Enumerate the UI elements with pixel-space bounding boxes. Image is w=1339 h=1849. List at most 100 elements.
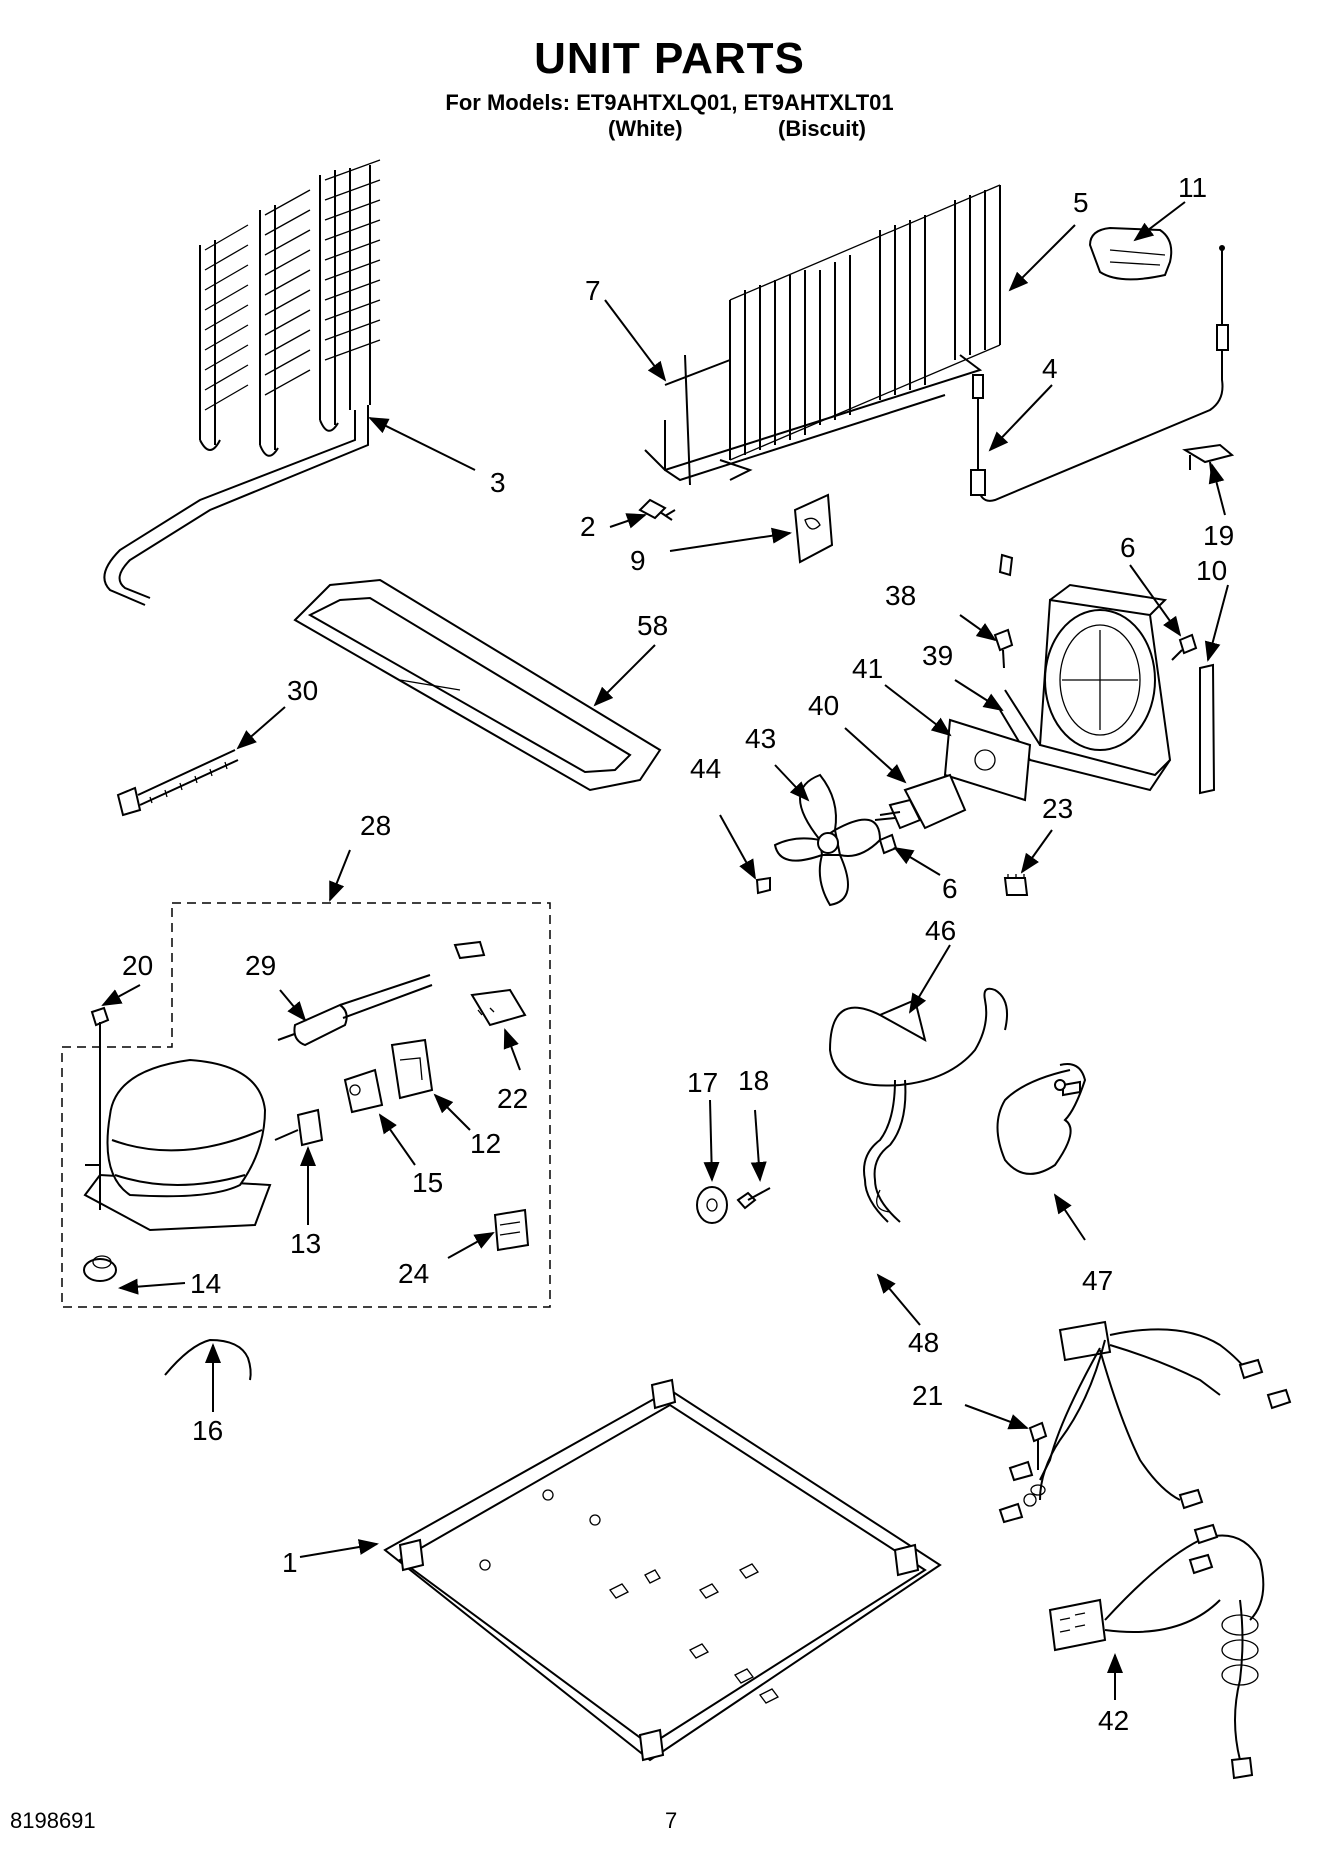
clip-44-part [755, 876, 771, 895]
overload-15-part [343, 1068, 384, 1114]
arrow-10 [1204, 584, 1229, 662]
callout-6b: 6 [942, 873, 958, 904]
callout-18: 18 [738, 1065, 769, 1096]
callout-39: 39 [922, 640, 953, 671]
arrow-43 [774, 764, 810, 802]
callout-44: 44 [690, 753, 721, 784]
screw-18-part [736, 1187, 771, 1210]
callout-29: 29 [245, 950, 276, 981]
callout-14: 14 [190, 1268, 221, 1299]
leveler-17-part [696, 1186, 728, 1224]
arrow-9 [669, 527, 792, 552]
gasket-strip-10-part [1199, 663, 1216, 795]
arrow-14 [118, 1278, 186, 1295]
callout-20: 20 [122, 950, 153, 981]
callout-28: 28 [360, 810, 391, 841]
arrow-2 [609, 513, 647, 529]
callout-16: 16 [192, 1415, 223, 1446]
screw-2-part [638, 498, 676, 521]
wire-harness-part [998, 1320, 1292, 1780]
fan-shroud-part [998, 553, 1172, 792]
callout-42: 42 [1098, 1705, 1129, 1736]
arrow-15 [378, 1113, 416, 1166]
models-line: For Models: ET9AHTXLQ01, ET9AHTXLT01 [445, 90, 894, 115]
screw-6-upper-part [1171, 633, 1198, 661]
arrow-58 [593, 644, 656, 707]
callout-38: 38 [885, 580, 916, 611]
callout-22: 22 [497, 1083, 528, 1114]
arrow-29 [279, 989, 307, 1022]
relay-12-part [390, 1038, 434, 1100]
callout-40: 40 [808, 690, 839, 721]
callout-11: 11 [1178, 172, 1207, 203]
callout-24: 24 [398, 1258, 429, 1289]
callout-48: 48 [908, 1327, 939, 1358]
arrow-46 [908, 944, 951, 1014]
arrow-39 [954, 679, 1004, 712]
arrow-24 [447, 1232, 495, 1259]
callout-17: 17 [687, 1067, 718, 1098]
cap-11-part [1088, 226, 1173, 281]
callout-41: 41 [852, 653, 883, 684]
arrow-44 [719, 814, 756, 880]
arrow-5 [1008, 224, 1076, 292]
callout-21: 21 [912, 1380, 943, 1411]
screw-6-lower-part [878, 833, 898, 855]
variant-biscuit-label: (Biscuit) [778, 116, 866, 141]
arrow-19 [1208, 463, 1226, 516]
arrow-48 [876, 1273, 921, 1326]
kit-28-boundary [61, 902, 551, 1308]
arrow-12 [433, 1093, 471, 1131]
arrow-18 [750, 1109, 767, 1182]
callout-46: 46 [925, 915, 956, 946]
connector-13-part [274, 1108, 324, 1147]
arrow-23 [1020, 829, 1053, 874]
arrow-21 [964, 1404, 1029, 1430]
arrow-41 [884, 684, 952, 737]
callout-19: 19 [1203, 520, 1234, 551]
screw-20-part [90, 1006, 110, 1150]
fan-motor-40-part [874, 773, 967, 830]
arrow-3 [368, 417, 476, 471]
callout-9: 9 [630, 545, 646, 576]
clip-16-part [164, 1338, 252, 1381]
cable-tie-part [116, 749, 239, 817]
arrow-17 [703, 1099, 720, 1182]
tube-47-part [996, 1063, 1087, 1175]
callout-12: 12 [470, 1128, 501, 1159]
callout-1: 1 [282, 1547, 298, 1578]
screw-38-part [993, 628, 1014, 669]
callout-58: 58 [637, 610, 668, 641]
condenser-coil-part [103, 159, 381, 606]
callout-7: 7 [585, 275, 601, 306]
drain-pan-part [293, 578, 662, 792]
screw-21-part [1028, 1421, 1048, 1496]
relay-22-part [470, 988, 527, 1027]
callout-labels: 1 2 3 4 5 6 6 7 9 10 11 12 13 14 15 16 1… [122, 172, 1234, 1736]
evaporator-assembly-part [644, 184, 1001, 486]
callout-arrows [101, 201, 1229, 1700]
arrow-1 [299, 1539, 379, 1558]
arrow-30 [236, 706, 286, 750]
clip-19-part [1182, 443, 1235, 479]
callout-30: 30 [287, 675, 318, 706]
arrow-28 [329, 849, 351, 902]
doc-number: 8198691 [10, 1808, 96, 1833]
arrow-4 [988, 384, 1053, 452]
callout-47: 47 [1082, 1265, 1113, 1296]
sensor-wire-part [970, 245, 1229, 502]
callout-3: 3 [490, 467, 506, 498]
motor-gasket-41-part [943, 718, 1032, 802]
part-23 [1003, 874, 1029, 896]
drier-29-part [277, 940, 486, 1047]
fan-blade-43-part [773, 773, 882, 907]
compressor-part [83, 1058, 272, 1232]
arrow-38 [959, 614, 997, 642]
tube-46-part [828, 987, 1008, 1087]
callout-43: 43 [745, 723, 776, 754]
arrow-20 [101, 984, 141, 1006]
page-number: 7 [665, 1808, 678, 1833]
tube-48-part [863, 1079, 907, 1223]
arrow-7 [604, 299, 667, 382]
